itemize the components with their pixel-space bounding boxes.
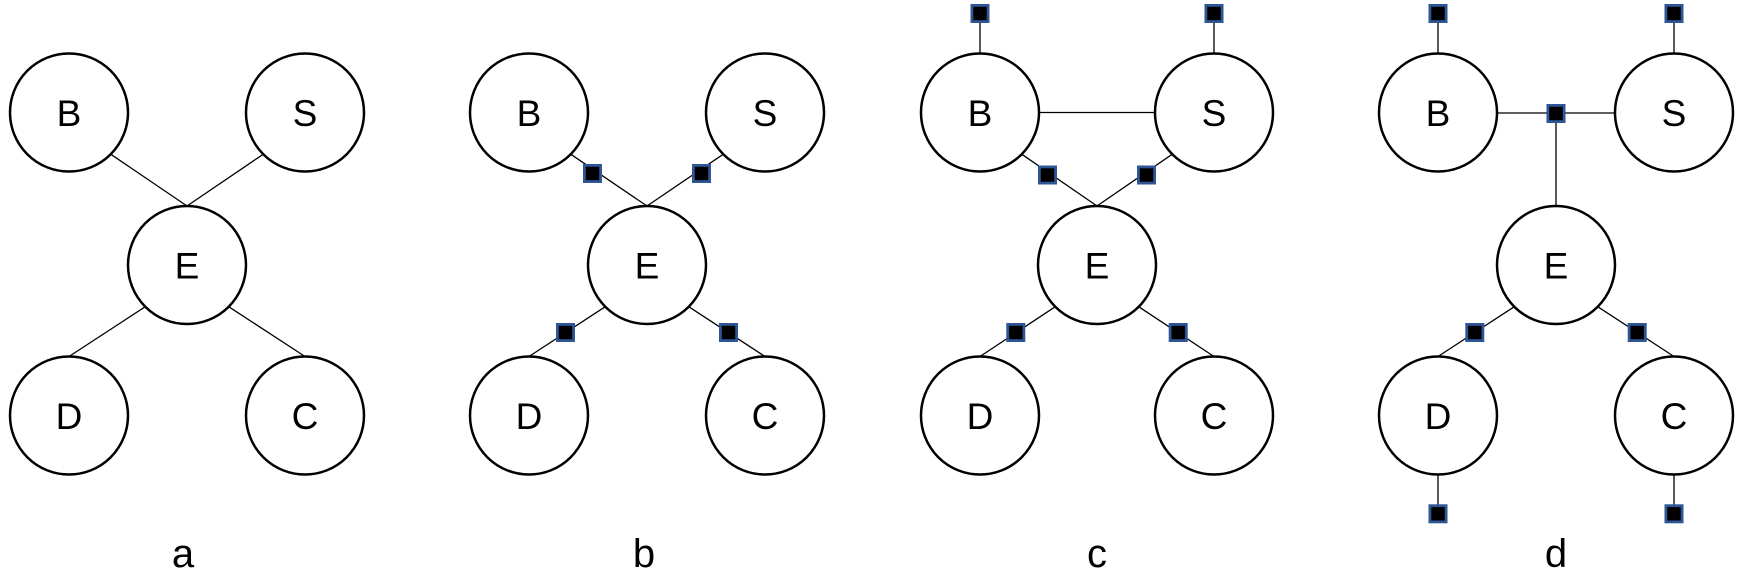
edge-line (1096, 153, 1173, 207)
relationship-marker-square (583, 163, 603, 183)
node-label-d-S: S (1662, 93, 1687, 134)
relationship-marker-square (1168, 322, 1188, 342)
node-label-b-C: C (752, 396, 779, 437)
node-label-b-D: D (516, 396, 543, 437)
node-circle-b-S (704, 52, 826, 173)
panel-c: B S E D Cc (919, 4, 1275, 576)
node-circle-a-E (126, 204, 248, 326)
node-circle-b-E (586, 204, 708, 326)
relationship-marker-square (1006, 322, 1026, 342)
node-circle-c-D (919, 355, 1041, 476)
panel-label-c: c (1087, 532, 1107, 576)
edge-line (186, 153, 264, 207)
node-circle-c-S (1153, 52, 1275, 173)
relationship-marker-square (1428, 504, 1448, 524)
edge-line (110, 153, 188, 207)
node-label-c-B: B (968, 93, 993, 134)
relationship-marker-square (1137, 165, 1157, 185)
edge-line (646, 153, 724, 207)
node-label-a-E: E (175, 246, 200, 287)
node-circle-a-D (8, 355, 130, 476)
node-label-d-B: B (1426, 93, 1451, 134)
node-circle-b-B (468, 52, 590, 173)
panel-b: B S E D Cb (468, 52, 826, 576)
node-circle-a-B (8, 52, 130, 173)
node-circle-b-D (468, 355, 590, 476)
edge-line (68, 306, 146, 358)
node-circle-c-E (1036, 204, 1158, 326)
panel-label-d: d (1545, 532, 1567, 576)
node-label-a-S: S (293, 93, 318, 134)
node-label-d-E: E (1544, 246, 1569, 287)
node-label-a-D: D (56, 396, 83, 437)
node-label-b-S: S (753, 93, 778, 134)
relationship-marker-square (692, 163, 712, 183)
node-circle-d-E (1495, 204, 1617, 326)
node-label-a-C: C (292, 396, 319, 437)
relationship-marker-square (1204, 4, 1224, 24)
node-circle-a-C (244, 355, 366, 476)
relationship-marker-square (1465, 322, 1485, 342)
node-circle-d-C (1613, 355, 1735, 476)
relationship-marker-square (1664, 504, 1684, 524)
node-label-c-S: S (1202, 93, 1227, 134)
relationship-marker-square (556, 322, 576, 342)
node-circle-d-D (1377, 355, 1499, 476)
panel-d: B S E D Cd (1377, 4, 1735, 576)
node-label-c-D: D (967, 396, 994, 437)
relationship-marker-square (1546, 104, 1566, 124)
relationship-marker-square (1664, 4, 1684, 24)
edge-line (1021, 153, 1098, 207)
panel-a: B S E D Ca (8, 52, 366, 576)
relationship-marker-square (1627, 322, 1647, 342)
edge-line (570, 153, 648, 207)
node-circle-b-C (704, 355, 826, 476)
node-label-d-C: C (1661, 396, 1688, 437)
node-label-d-D: D (1425, 396, 1452, 437)
node-circle-c-B (919, 52, 1041, 173)
relationship-marker-square (970, 4, 990, 24)
node-label-c-E: E (1085, 246, 1110, 287)
node-label-b-B: B (517, 93, 542, 134)
node-circle-d-B (1377, 52, 1499, 173)
relationship-marker-square (719, 322, 739, 342)
relationship-marker-square (1428, 4, 1448, 24)
relationship-marker-square (1038, 165, 1058, 185)
node-circle-c-C (1153, 355, 1275, 476)
node-label-b-E: E (635, 246, 660, 287)
edge-line (228, 306, 306, 358)
node-label-c-C: C (1201, 396, 1228, 437)
node-circle-d-S (1613, 52, 1735, 173)
panel-label-b: b (633, 532, 655, 576)
panel-label-a: a (172, 532, 195, 576)
node-circle-a-S (244, 52, 366, 173)
node-label-a-B: B (57, 93, 82, 134)
